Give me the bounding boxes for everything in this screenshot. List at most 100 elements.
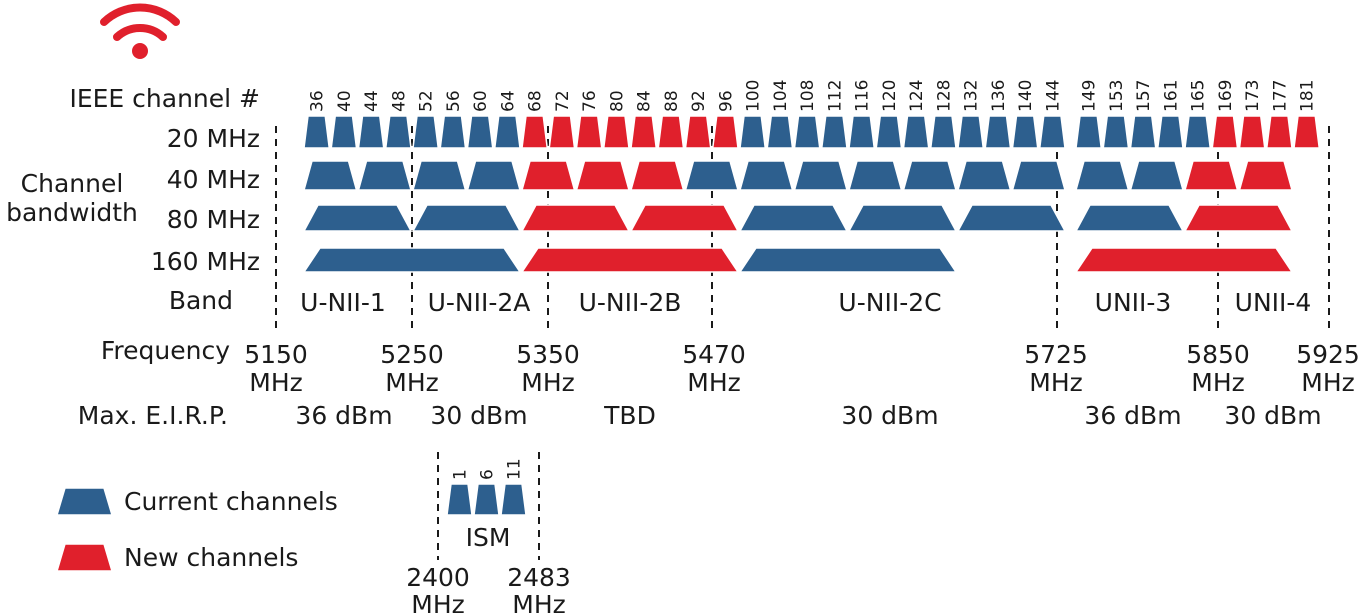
- channel-number-80: 80: [607, 90, 627, 112]
- channel-40mhz-main-2: [357, 160, 412, 191]
- channel-bandwidth-label-line2: bandwidth: [6, 198, 138, 227]
- ism-channel-number-6: 6: [478, 469, 498, 480]
- freq-5470-unit: MHz: [687, 368, 741, 397]
- channel-20mhz-140: [1011, 115, 1039, 149]
- channel-20mhz-84: [630, 115, 658, 149]
- bw-40-label: 40 MHz: [167, 165, 260, 194]
- channel-number-165: 165: [1189, 80, 1209, 112]
- channel-80mhz-main-7: [956, 204, 1067, 232]
- channel-20mhz-161: [1156, 115, 1184, 149]
- band-boundaries: [275, 126, 1330, 560]
- eirp-unii-4: 30 dBm: [1224, 401, 1321, 430]
- channel-40mhz-unii3-2: [1129, 160, 1184, 191]
- eirp-u-nii-2b: TBD: [603, 401, 656, 430]
- channel-40mhz-main-7: [630, 160, 685, 191]
- channel-20mhz-132: [957, 115, 985, 149]
- channel-bandwidth-label-line1: Channel: [21, 169, 124, 198]
- channel-number-52: 52: [417, 90, 437, 112]
- channel-160mhz-main-3: [738, 247, 958, 273]
- channel-number-136: 136: [989, 80, 1009, 112]
- freq-2400-unit: MHz: [411, 590, 465, 616]
- channel-20mhz-153: [1102, 115, 1130, 149]
- freq-5150: 5150: [244, 340, 308, 369]
- channel-40mhz-main-12: [902, 160, 957, 191]
- channel-number-124: 124: [907, 80, 927, 112]
- band-u-nii-2c: U-NII-2C: [838, 288, 941, 317]
- channel-40mhz-main-14: [1011, 160, 1066, 191]
- channel-40mhz-unii3-3: [1184, 160, 1239, 191]
- channel-number-116: 116: [853, 80, 873, 112]
- channel-20mhz-120: [875, 115, 903, 149]
- channel-20mhz-149: [1075, 115, 1103, 149]
- channel-40mhz-unii3-4: [1238, 160, 1293, 191]
- channel-number-76: 76: [580, 90, 600, 112]
- channel-80mhz-main-1: [302, 204, 413, 232]
- channel-40mhz-main-3: [412, 160, 467, 191]
- channel-20mhz-124: [902, 115, 930, 149]
- legend-new-label: New channels: [124, 543, 298, 572]
- channel-20mhz-48: [384, 115, 412, 149]
- channel-20mhz-76: [575, 115, 603, 149]
- channel-20mhz-64: [493, 115, 521, 149]
- channel-80mhz-unii3-2: [1183, 204, 1294, 232]
- eirp-u-nii-2a: 30 dBm: [430, 401, 527, 430]
- channel-number-40: 40: [335, 90, 355, 112]
- channel-20mhz-52: [412, 115, 440, 149]
- channel-40mhz-main-13: [957, 160, 1012, 191]
- channel-20mhz-112: [820, 115, 848, 149]
- channel-20mhz-108: [793, 115, 821, 149]
- freq-5350: 5350: [516, 340, 580, 369]
- channel-20mhz-96: [711, 115, 739, 149]
- channel-number-157: 157: [1134, 80, 1154, 112]
- channel-number-140: 140: [1016, 80, 1036, 112]
- freq-5850: 5850: [1186, 340, 1250, 369]
- freq-5470: 5470: [682, 340, 746, 369]
- channel-160mhz-main-2: [520, 247, 740, 273]
- channel-80mhz-main-4: [629, 204, 740, 232]
- channel-20mhz-72: [548, 115, 576, 149]
- channel-20mhz-104: [766, 115, 794, 149]
- channel-number-84: 84: [635, 90, 655, 112]
- channel-number-44: 44: [362, 90, 382, 112]
- channel-number-64: 64: [498, 90, 518, 112]
- bw-160-label: 160 MHz: [151, 247, 260, 276]
- channel-40mhz-main-8: [684, 160, 739, 191]
- channel-40mhz-main-1: [303, 160, 358, 191]
- channel-number-177: 177: [1270, 80, 1290, 112]
- legend-current-label: Current channels: [124, 487, 338, 516]
- channel-20mhz-165: [1184, 115, 1212, 149]
- channel-20mhz-60: [466, 115, 494, 149]
- ieee-channel-label: IEEE channel #: [69, 84, 260, 113]
- channel-number-108: 108: [798, 80, 818, 112]
- channel-number-169: 169: [1216, 80, 1236, 112]
- channel-shapes: [55, 115, 1321, 572]
- channel-80mhz-main-3: [520, 204, 631, 232]
- channel-20mhz-181: [1293, 115, 1321, 149]
- channel-number-104: 104: [771, 80, 791, 112]
- channel-40mhz-unii3-1: [1075, 160, 1130, 191]
- channel-80mhz-main-5: [738, 204, 849, 232]
- band-u-nii-2b: U-NII-2B: [579, 288, 682, 317]
- band-unii-3: UNII-3: [1095, 288, 1172, 317]
- channel-number-161: 161: [1161, 80, 1181, 112]
- bw-80-label: 80 MHz: [167, 205, 260, 234]
- freq-5250-unit: MHz: [385, 368, 439, 397]
- channel-40mhz-main-11: [848, 160, 903, 191]
- channel-number-173: 173: [1243, 80, 1263, 112]
- freq-5250: 5250: [380, 340, 444, 369]
- channel-number-120: 120: [880, 80, 900, 112]
- channel-40mhz-main-4: [466, 160, 521, 191]
- eirp-u-nii-1: 36 dBm: [295, 401, 392, 430]
- wifi-icon: [100, 3, 180, 59]
- freq-5725-unit: MHz: [1029, 368, 1083, 397]
- channel-number-68: 68: [526, 90, 546, 112]
- legend-current-swatch: [55, 487, 114, 516]
- frequency-label: Frequency: [101, 336, 230, 365]
- channel-number-96: 96: [716, 90, 736, 112]
- band-u-nii-2a: U-NII-2A: [428, 288, 531, 317]
- channel-number-36: 36: [308, 90, 328, 112]
- ism-channel-number-11: 11: [505, 458, 525, 480]
- channel-number-153: 153: [1107, 80, 1127, 112]
- band-u-nii-1: U-NII-1: [300, 288, 386, 317]
